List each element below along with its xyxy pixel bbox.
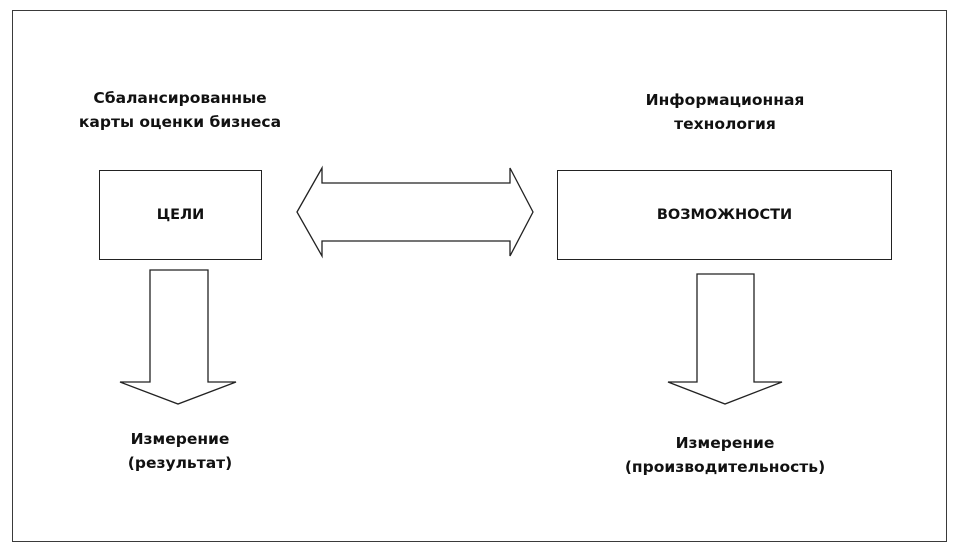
left-caption-line-1: Сбалансированные	[93, 89, 267, 107]
right-measure-line-2: (производительность)	[624, 458, 826, 476]
capabilities-box: ВОЗМОЖНОСТИ	[557, 170, 892, 260]
diagram-frame	[12, 10, 947, 542]
goals-box-label: ЦЕЛИ	[156, 207, 205, 223]
right-caption-line-1: Информационная	[645, 91, 805, 109]
left-measure-label: Измерение (результат)	[80, 427, 280, 475]
right-measure-label: Измерение (производительность)	[605, 431, 845, 479]
capabilities-box-label: ВОЗМОЖНОСТИ	[656, 207, 793, 223]
right-down-arrow-icon	[667, 273, 783, 405]
right-caption: Информационная технология	[600, 88, 850, 136]
double-arrow-icon	[296, 165, 534, 259]
left-down-arrow-icon	[119, 269, 237, 405]
right-caption-line-2: технология	[674, 115, 776, 133]
left-caption-line-2: карты оценки бизнеса	[78, 113, 282, 131]
goals-box: ЦЕЛИ	[99, 170, 262, 260]
left-caption: Сбалансированные карты оценки бизнеса	[50, 86, 310, 134]
right-measure-line-1: Измерение	[675, 434, 775, 452]
left-measure-line-2: (результат)	[127, 454, 233, 472]
left-measure-line-1: Измерение	[130, 430, 230, 448]
